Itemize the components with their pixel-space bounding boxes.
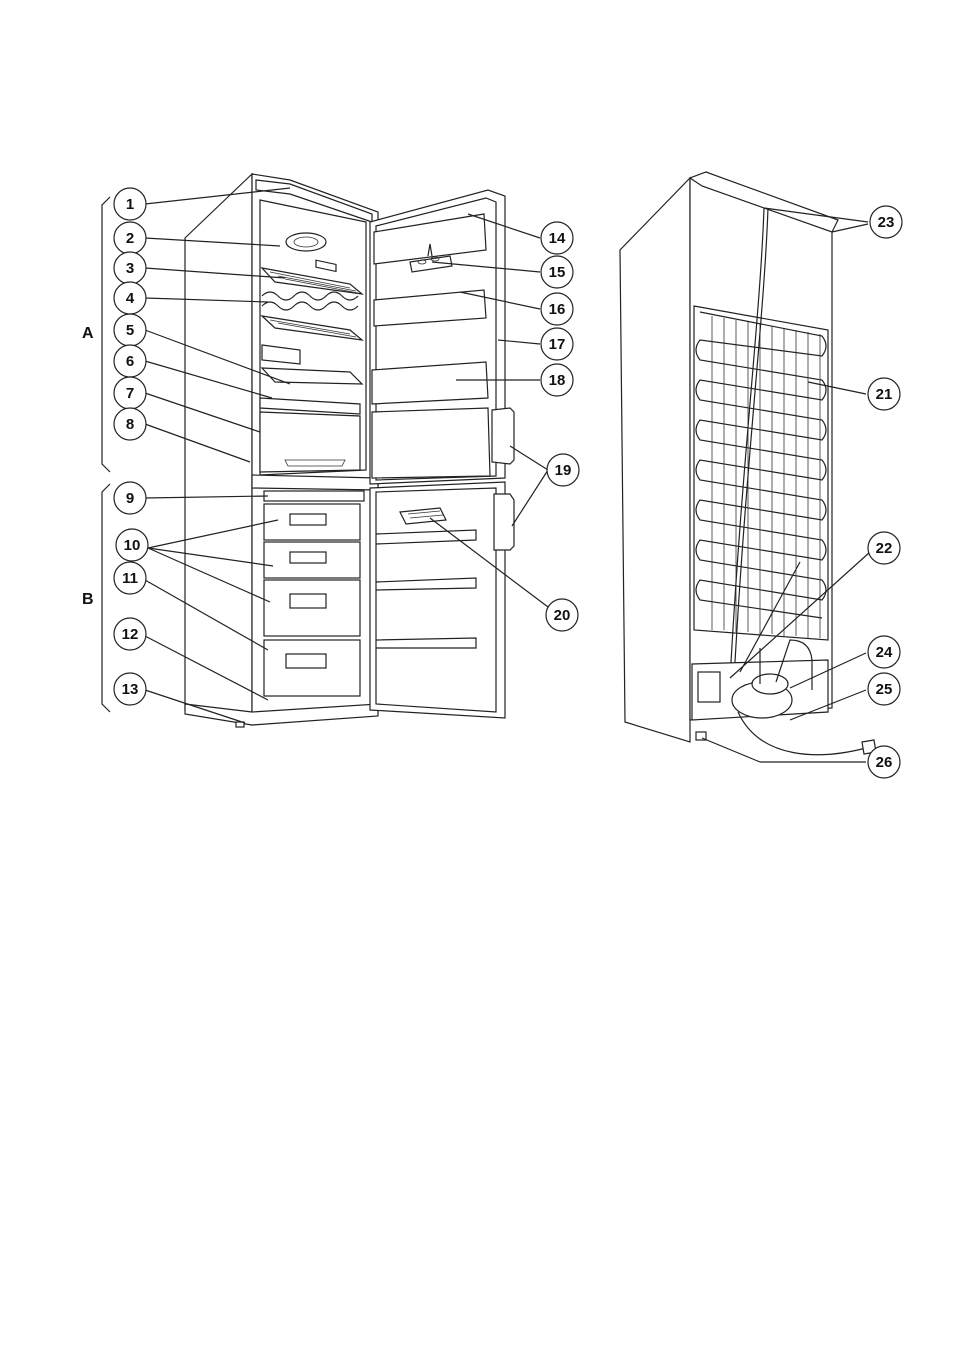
callout-22: 22 [868,532,900,564]
freezer-drawer-2-handle [290,552,326,563]
crisper-drawer [260,412,360,472]
section-label-a: A [82,325,94,342]
callout-12: 12 [114,618,146,650]
callout-label-19: 19 [555,462,572,479]
callout-13: 13 [114,673,146,705]
callout-label-7: 7 [126,385,134,402]
callout-14: 14 [541,222,573,254]
callout-11: 11 [114,562,146,594]
section-a-bracket [102,197,110,472]
light-cover [286,233,326,251]
fridge-back-view [620,172,876,755]
leader-23b [832,224,868,232]
callout-label-16: 16 [549,301,566,318]
relay-box [698,672,720,702]
callout-label-17: 17 [549,336,566,353]
callout-19: 19 [547,454,579,486]
callout-1: 1 [114,188,146,220]
callout-label-6: 6 [126,353,134,370]
callout-label-11: 11 [122,570,138,587]
callout-label-5: 5 [126,322,134,339]
callout-label-9: 9 [126,490,134,507]
callout-2: 2 [114,222,146,254]
callout-24: 24 [868,636,900,668]
callout-16: 16 [541,293,573,325]
freezer-drawer-3-handle [290,594,326,608]
leader-26b [702,738,760,762]
callout-label-8: 8 [126,416,134,433]
callout-label-1: 1 [126,196,134,213]
compressor-top [752,674,788,694]
freezer-drawer-1-handle [290,514,326,525]
leader-19a [510,446,548,470]
callout-25: 25 [868,673,900,705]
freezer-drawer-4-handle [286,654,326,668]
callout-23: 23 [870,206,902,238]
freezer-door-handle [494,494,514,550]
callout-label-21: 21 [876,386,893,403]
callout-label-25: 25 [876,681,893,698]
callout-label-15: 15 [549,264,566,281]
section-label-b: B [82,591,94,608]
plug-cable [738,712,866,755]
leader-19b [512,470,548,526]
callout-17: 17 [541,328,573,360]
callout-label-24: 24 [876,644,893,661]
fridge-door-handle [492,408,514,464]
callout-label-12: 12 [122,626,139,643]
fridge-front-view [102,174,514,727]
callout-label-22: 22 [876,540,893,557]
callout-9: 9 [114,482,146,514]
callout-3: 3 [114,252,146,284]
callout-7: 7 [114,377,146,409]
callout-label-3: 3 [126,260,134,277]
callout-8: 8 [114,408,146,440]
back-side-panel [620,178,690,742]
callout-18: 18 [541,364,573,396]
callout-label-23: 23 [878,214,895,231]
door-shelf-3 [372,362,488,404]
callout-label-13: 13 [122,681,139,698]
cabinet-side [185,174,252,725]
callout-label-2: 2 [126,230,134,247]
compartment-divider [252,475,378,490]
callout-label-14: 14 [549,230,566,247]
callout-4: 4 [114,282,146,314]
callout-label-26: 26 [876,754,893,771]
callout-15: 15 [541,256,573,288]
callout-label-10: 10 [124,537,141,554]
callout-10: 10 [116,529,148,561]
callout-6: 6 [114,345,146,377]
callout-label-18: 18 [549,372,566,389]
callout-26: 26 [868,746,900,778]
callout-20: 20 [546,599,578,631]
callout-label-20: 20 [554,607,571,624]
callout-5: 5 [114,314,146,346]
callout-label-4: 4 [126,290,135,307]
freezer-control-strip [264,491,364,501]
door-bottle-shelf [372,408,490,478]
section-b-bracket [102,484,110,712]
callout-21: 21 [868,378,900,410]
